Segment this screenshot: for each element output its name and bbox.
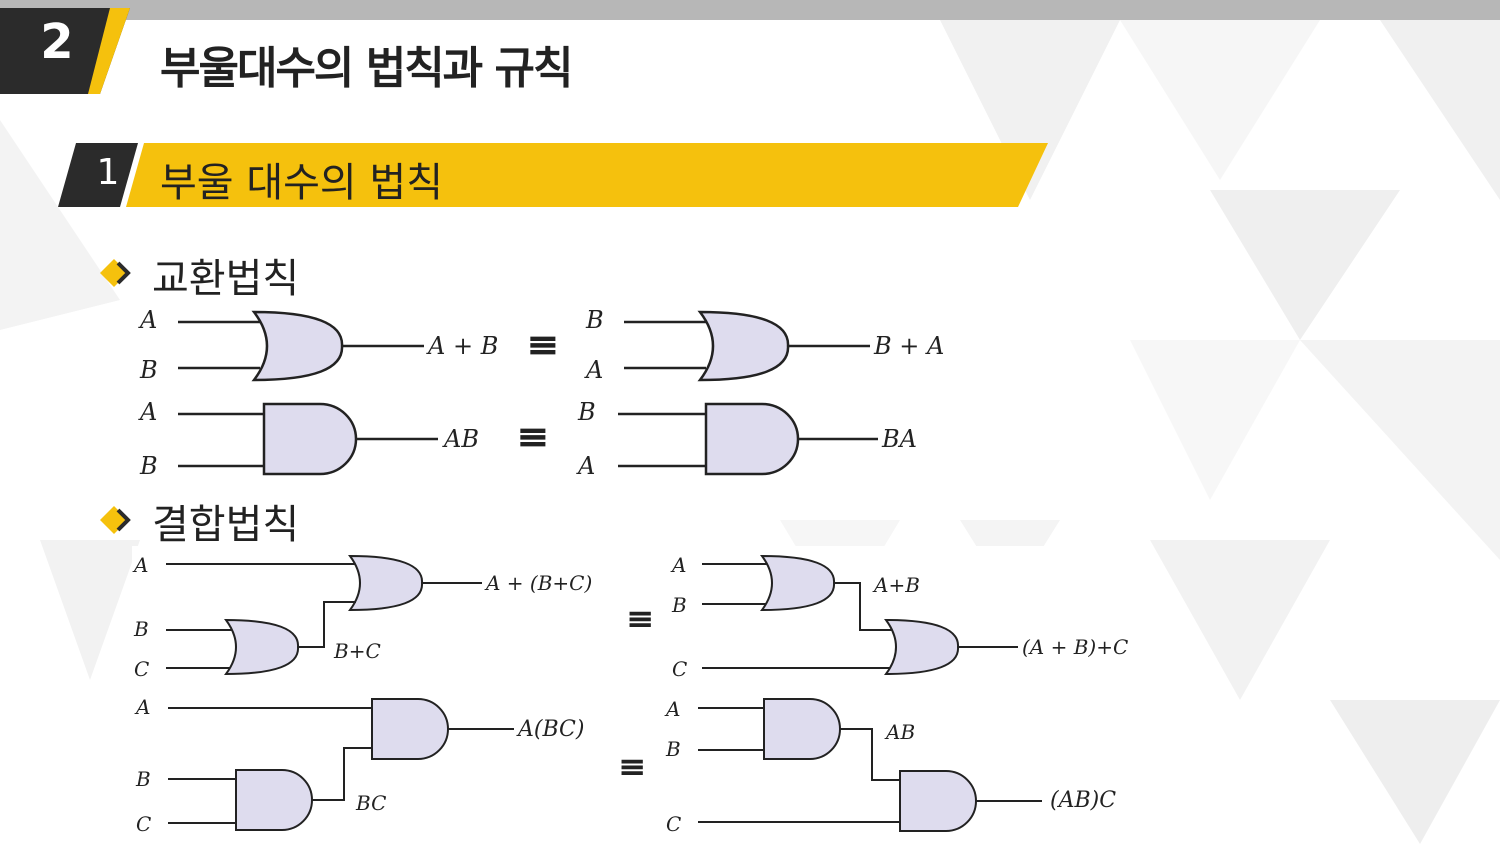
diamond-bullet-icon (100, 506, 131, 534)
input-label: C (666, 812, 681, 836)
input-label: B (671, 593, 687, 617)
section-title: 부울 대수의 법칙 (160, 160, 444, 206)
input-label: B (133, 617, 149, 641)
input-label: A (132, 553, 148, 577)
intermediate-label: BC (355, 791, 386, 815)
input-label: A (670, 553, 686, 577)
chapter-number: 2 (40, 14, 74, 70)
intermediate-label: AB (884, 720, 915, 744)
or-associative-left: A B C B+C A + (B+C) (132, 553, 592, 681)
or-associative-right: A B C A+B (A + B)+C (670, 553, 1128, 681)
and-gate-right: B A BA (576, 398, 917, 480)
input-label: A (138, 306, 157, 334)
intermediate-label: B+C (333, 639, 381, 663)
output-label: A + (B+C) (484, 571, 592, 595)
output-label: B + A (873, 332, 944, 360)
equivalence-symbol: ≡ (626, 599, 655, 639)
input-label: C (134, 657, 149, 681)
or-gate-right: B A B + A (584, 306, 944, 384)
and-associative-right: A B C AB (AB)C (664, 697, 1116, 836)
page-title: 부울대수의 법칙과 규칙 (160, 43, 573, 94)
input-label: A (138, 398, 157, 426)
commutative-diagram: A B A + B ≡ B A B + A A B AB ≡ B A BA (132, 298, 962, 488)
equivalence-symbol: ≡ (618, 747, 647, 787)
input-label: B (577, 398, 596, 426)
law-title-associative: 결합법칙 (152, 502, 300, 548)
and-gate-left: A B AB (138, 398, 479, 480)
section-number: 1 (96, 152, 120, 193)
input-label: B (139, 452, 158, 480)
output-label: A(BC) (516, 717, 584, 742)
input-label: A (664, 697, 680, 721)
top-bar (0, 0, 1500, 20)
output-label: AB (442, 425, 479, 453)
input-label: B (585, 306, 604, 334)
input-label: A (584, 356, 603, 384)
input-label: A (576, 452, 595, 480)
intermediate-label: A+B (872, 573, 920, 597)
input-label: B (139, 356, 158, 384)
and-associative-left: A B C BC A(BC) (134, 695, 584, 836)
output-label: A + B (426, 332, 498, 360)
input-label: A (134, 695, 150, 719)
law-title-commutative: 교환법칙 (152, 256, 300, 302)
section-banner (58, 143, 1048, 207)
output-label: (A + B)+C (1022, 635, 1128, 659)
chapter-badge (0, 8, 130, 94)
input-label: C (136, 812, 151, 836)
associative-diagram: A B C B+C A + (B+C) ≡ A B C A+B (A + B)+… (132, 546, 1144, 844)
input-label: B (135, 767, 151, 791)
input-label: B (665, 737, 681, 761)
equivalence-symbol: ≡ (516, 413, 550, 460)
equivalence-symbol: ≡ (526, 321, 560, 368)
output-label: BA (881, 425, 917, 453)
output-label: (AB)C (1050, 788, 1116, 813)
or-gate-left: A B A + B (138, 306, 498, 384)
diamond-bullet-icon (100, 259, 131, 287)
input-label: C (672, 657, 687, 681)
